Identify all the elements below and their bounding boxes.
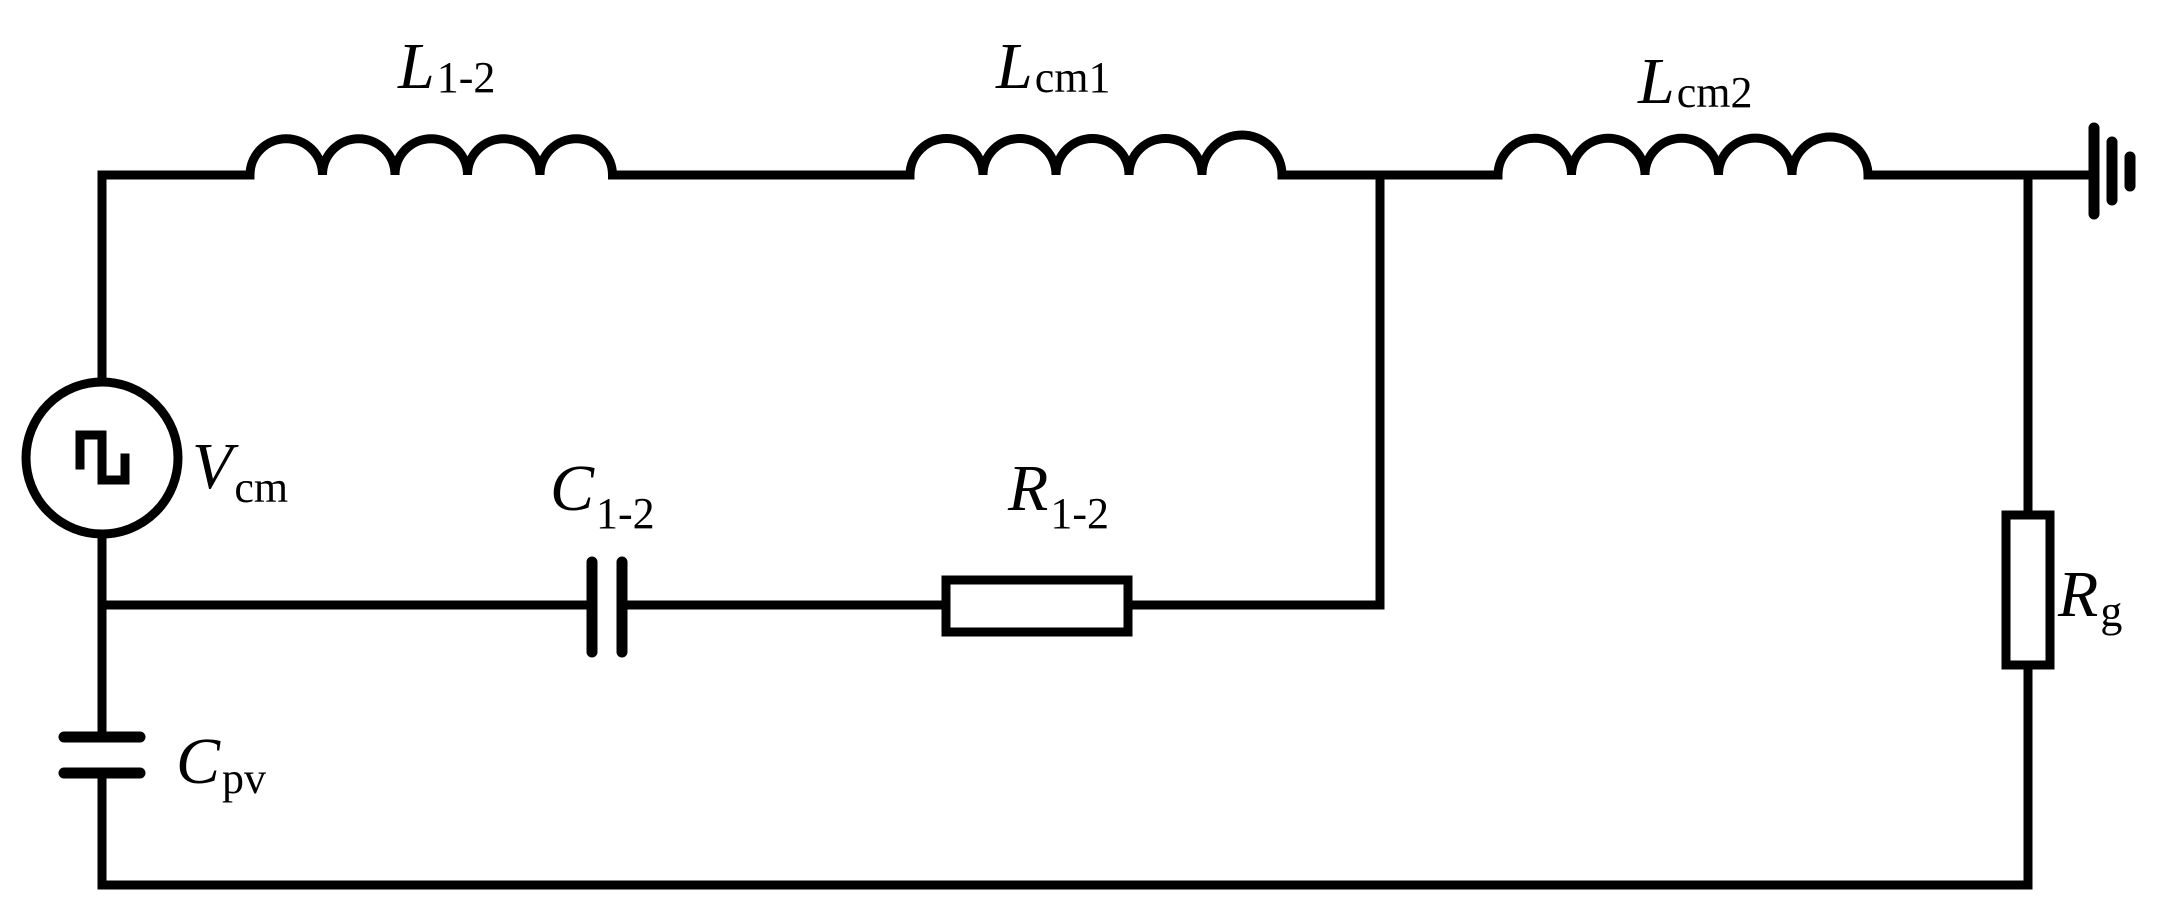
capacitor-cpv: [58, 731, 146, 779]
inductor-lcm1: [905, 130, 1287, 180]
label-cpv: Cpv: [176, 725, 266, 803]
wire-junction-down: [1123, 170, 1385, 610]
label-r12-sub: 1-2: [1050, 489, 1109, 538]
label-vcm-main: V: [192, 430, 239, 503]
label-cpv-sub: pv: [222, 754, 266, 803]
label-rg-sub: g: [2100, 587, 2122, 636]
source-circle: [21, 377, 183, 539]
label-vcm: Vcm: [192, 430, 288, 512]
voltage-source-vcm: [21, 377, 183, 539]
label-lcm1: Lcm1: [995, 30, 1110, 103]
resistor-rg: [2001, 510, 2055, 670]
label-lcm2-main: L: [1637, 45, 1675, 118]
label-lcm2-sub: cm2: [1677, 68, 1753, 117]
label-lcm1-main: L: [995, 30, 1033, 103]
inductor-lcm2: [1493, 132, 1873, 180]
label-rg-main: R: [2057, 558, 2098, 631]
ground-icon: [2088, 122, 2136, 220]
label-cpv-main: C: [176, 725, 221, 798]
label-lcm2: Lcm2: [1637, 45, 1752, 118]
label-c12-main: C: [550, 452, 595, 525]
wires: [97, 170, 2099, 890]
label-rg: Rg: [2057, 558, 2122, 636]
label-l12: L1-2: [397, 30, 495, 103]
square-wave-icon: [75, 430, 130, 485]
label-c12-sub: 1-2: [596, 489, 655, 538]
inductor-l12: [245, 134, 618, 180]
label-r12-main: R: [1007, 452, 1048, 525]
label-c12: C1-2: [550, 452, 655, 538]
capacitor-c12: [586, 556, 628, 658]
label-vcm-sub: cm: [234, 463, 288, 512]
label-lcm1-sub: cm1: [1035, 53, 1111, 102]
label-l12-sub: 1-2: [437, 53, 496, 102]
label-l12-main: L: [397, 30, 435, 103]
label-r12: R1-2: [1007, 452, 1109, 538]
resistor-r12: [941, 575, 1133, 637]
